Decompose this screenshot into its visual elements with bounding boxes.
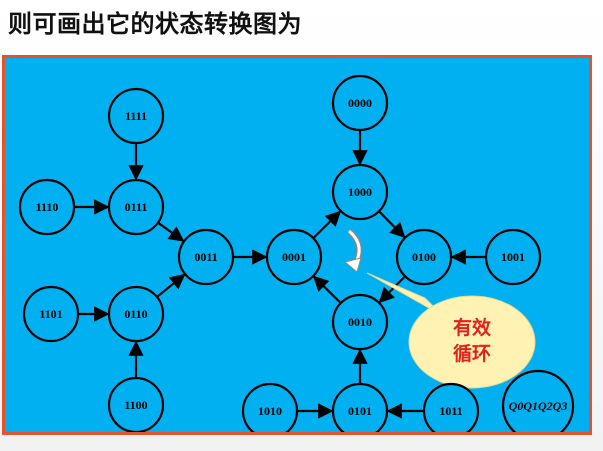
cycle-arrow-icon <box>343 228 362 273</box>
state-node-label: 1100 <box>124 398 147 412</box>
state-node-0000: 0000 <box>331 74 389 132</box>
state-node-label: 0000 <box>348 96 372 110</box>
edge-0110-to-0011 <box>156 273 186 298</box>
state-node-label: 1111 <box>125 109 147 123</box>
state-node-label: 1011 <box>439 404 462 418</box>
state-node-label: 0100 <box>412 250 436 264</box>
state-node-circle <box>18 178 76 236</box>
state-node-circle <box>265 228 323 286</box>
state-node-0010: 0010 <box>331 293 389 351</box>
state-node-0011: 0011 <box>177 228 235 286</box>
state-node-1111: 1111 <box>107 87 165 145</box>
state-node-label: 0001 <box>282 250 306 264</box>
edge-0100-to-0010 <box>378 275 406 304</box>
state-node-1101: 1101 <box>22 285 80 343</box>
callout-line2: 循环 <box>453 342 491 365</box>
callout-line1: 有效 <box>453 316 491 339</box>
state-node-label: 1010 <box>258 404 282 418</box>
callout-bubble: 有效 循环 <box>366 272 536 389</box>
state-node-0101: 0101 <box>331 382 389 432</box>
state-node-circle <box>331 74 389 132</box>
state-node-circle <box>395 228 453 286</box>
state-node-1000: 1000 <box>331 163 389 221</box>
state-node-label: 1001 <box>501 250 525 264</box>
state-node-1001: 1001 <box>484 228 542 286</box>
state-node-label: 0111 <box>125 200 148 214</box>
state-node-circle <box>331 293 389 351</box>
state-node-0001: 0001 <box>265 228 323 286</box>
state-node-circle <box>107 178 165 236</box>
nodes-layer: 1111 1110 0111 1101 0110 1100 0011 0001 0000 1000… <box>18 74 542 432</box>
state-node-label: 0101 <box>348 404 372 418</box>
legend-label: Q0Q1Q2Q3 <box>509 399 568 413</box>
state-node-circle <box>107 285 165 343</box>
state-node-circle <box>331 382 389 432</box>
state-node-1110: 1110 <box>18 178 76 236</box>
state-node-circle <box>107 376 165 432</box>
state-node-label: 0011 <box>194 250 217 264</box>
diagram-frame: 有效 循环 1111 1110 0111 1101 0110 1100 0011 0001 00… <box>2 55 592 435</box>
state-node-label: 1101 <box>39 307 62 321</box>
state-node-circle <box>422 382 480 432</box>
state-node-label: 0010 <box>348 315 372 329</box>
state-diagram: 有效 循环 1111 1110 0111 1101 0110 1100 0011 0001 00… <box>18 74 575 432</box>
state-node-label: 0110 <box>124 307 147 321</box>
edge-0111-to-0011 <box>157 221 185 242</box>
state-node-circle <box>107 87 165 145</box>
state-node-1011: 1011 <box>422 382 480 432</box>
edges-layer <box>74 130 486 419</box>
state-node-label: 1110 <box>36 200 59 214</box>
state-order-legend: Q0Q1Q2Q3 <box>501 369 575 432</box>
state-node-circle <box>22 285 80 343</box>
state-node-1100: 1100 <box>107 376 165 432</box>
edge-0010-to-0001 <box>312 275 342 304</box>
state-node-circle <box>331 163 389 221</box>
page-title: 则可画出它的状态转换图为 <box>8 10 302 38</box>
state-node-circle <box>177 228 235 286</box>
state-node-0100: 0100 <box>395 228 453 286</box>
state-node-circle <box>241 382 299 432</box>
edge-1000-to-0100 <box>378 210 406 239</box>
state-node-circle <box>484 228 542 286</box>
state-node-0111: 0111 <box>107 178 165 236</box>
edge-0001-to-1000 <box>312 210 342 239</box>
state-node-label: 1000 <box>348 185 372 199</box>
state-node-1010: 1010 <box>241 382 299 432</box>
state-node-0110: 0110 <box>107 285 165 343</box>
